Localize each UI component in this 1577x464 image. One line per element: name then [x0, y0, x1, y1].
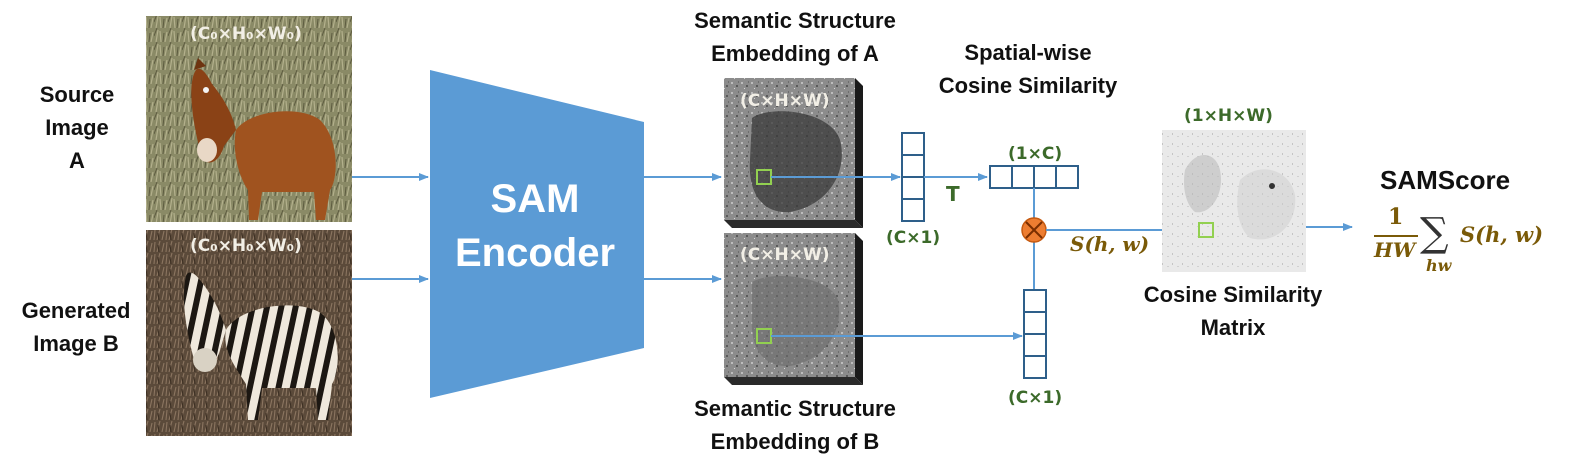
embedding-b-cube	[724, 233, 863, 385]
samscore-title: SAMScore	[1380, 165, 1511, 195]
generated-image-b	[146, 230, 352, 436]
dim-transposed: (1×C)	[1008, 144, 1063, 164]
similarity-symbol: S(h, w)	[1070, 232, 1150, 256]
dim-matrix: (1×H×W)	[1184, 106, 1273, 126]
generated-image-label: Generated Image B	[21, 298, 131, 356]
sum-index: hw	[1426, 256, 1452, 275]
encoder-label: SAM Encoder	[454, 177, 616, 275]
matrix-label: Cosine Similarity Matrix	[1143, 282, 1323, 340]
similarity-matrix	[1162, 130, 1306, 272]
dim-vector-b: (C×1)	[1008, 388, 1063, 408]
dim-embed-a: (C×H×W)	[740, 91, 830, 111]
fraction-denominator: HW	[1374, 238, 1416, 262]
embedding-a-label: Semantic Structure Embedding of A	[694, 8, 896, 66]
dim-vector-a: (C×1)	[886, 228, 941, 248]
vector-b	[1023, 289, 1047, 379]
score-term: S(h, w)	[1460, 222, 1544, 247]
source-image-a	[146, 16, 352, 222]
embedding-b-label: Semantic Structure Embedding of B	[694, 396, 896, 454]
dim-embed-b: (C×H×W)	[740, 245, 830, 265]
patch-matrix	[1198, 222, 1214, 238]
sam-encoder-block	[430, 70, 644, 398]
dim-input-a: (C₀×H₀×W₀)	[190, 24, 302, 44]
vector-transposed	[989, 165, 1079, 189]
transpose-symbol: T	[946, 182, 960, 206]
fraction-numerator: 1	[1388, 204, 1404, 230]
sum-symbol: ∑	[1420, 210, 1449, 256]
dim-input-b: (C₀×H₀×W₀)	[190, 236, 302, 256]
source-image-label: Source Image A	[39, 82, 115, 173]
cosine-similarity-title: Spatial-wise Cosine Similarity	[938, 40, 1118, 98]
embedding-a-cube	[724, 78, 863, 228]
multiply-icon	[1021, 217, 1047, 243]
vector-a	[901, 132, 925, 222]
